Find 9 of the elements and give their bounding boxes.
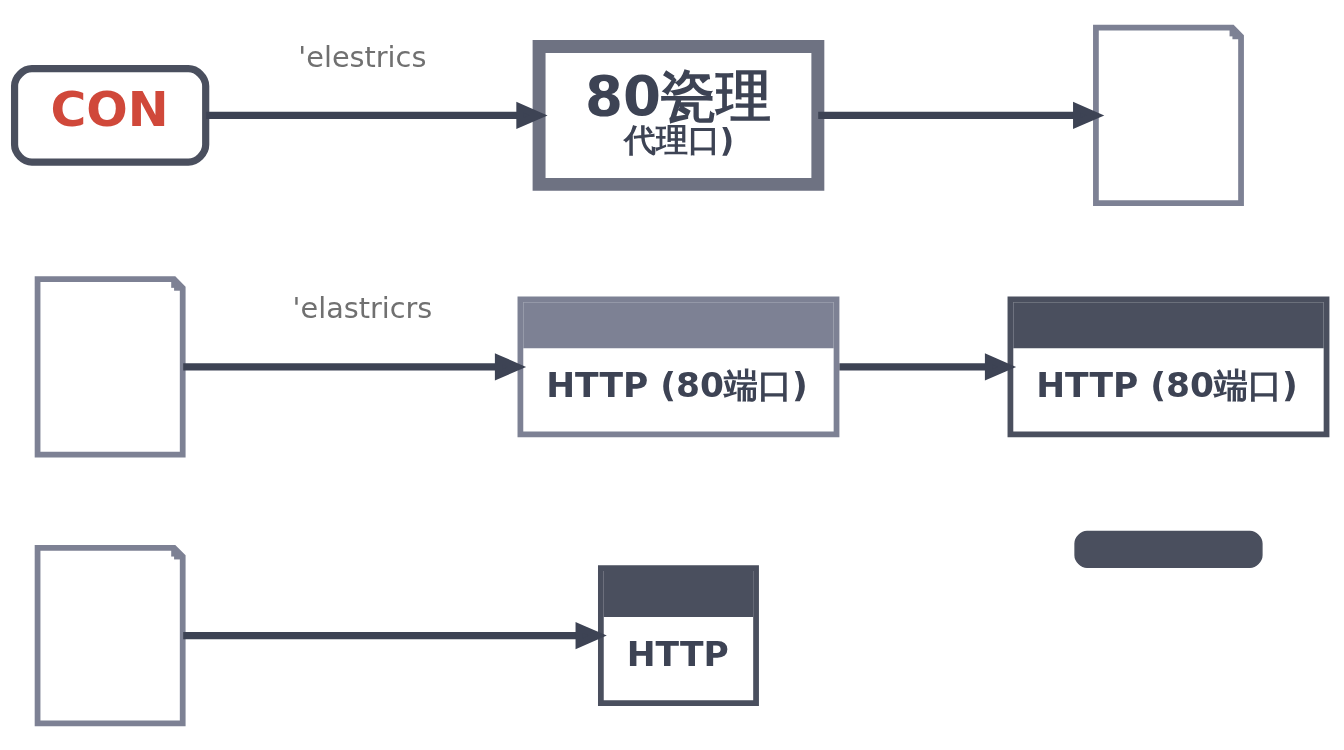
node-box: 80瓷理 代理口) [532,39,825,191]
arrow [818,101,1105,129]
arrow [206,101,548,129]
node-box: CON [11,64,210,166]
edge-label: 'elestrics [298,39,427,74]
arrow [183,352,527,381]
edge-label: 'elastricrs [292,290,433,325]
node-bar [1074,530,1263,568]
arrow [183,621,607,649]
